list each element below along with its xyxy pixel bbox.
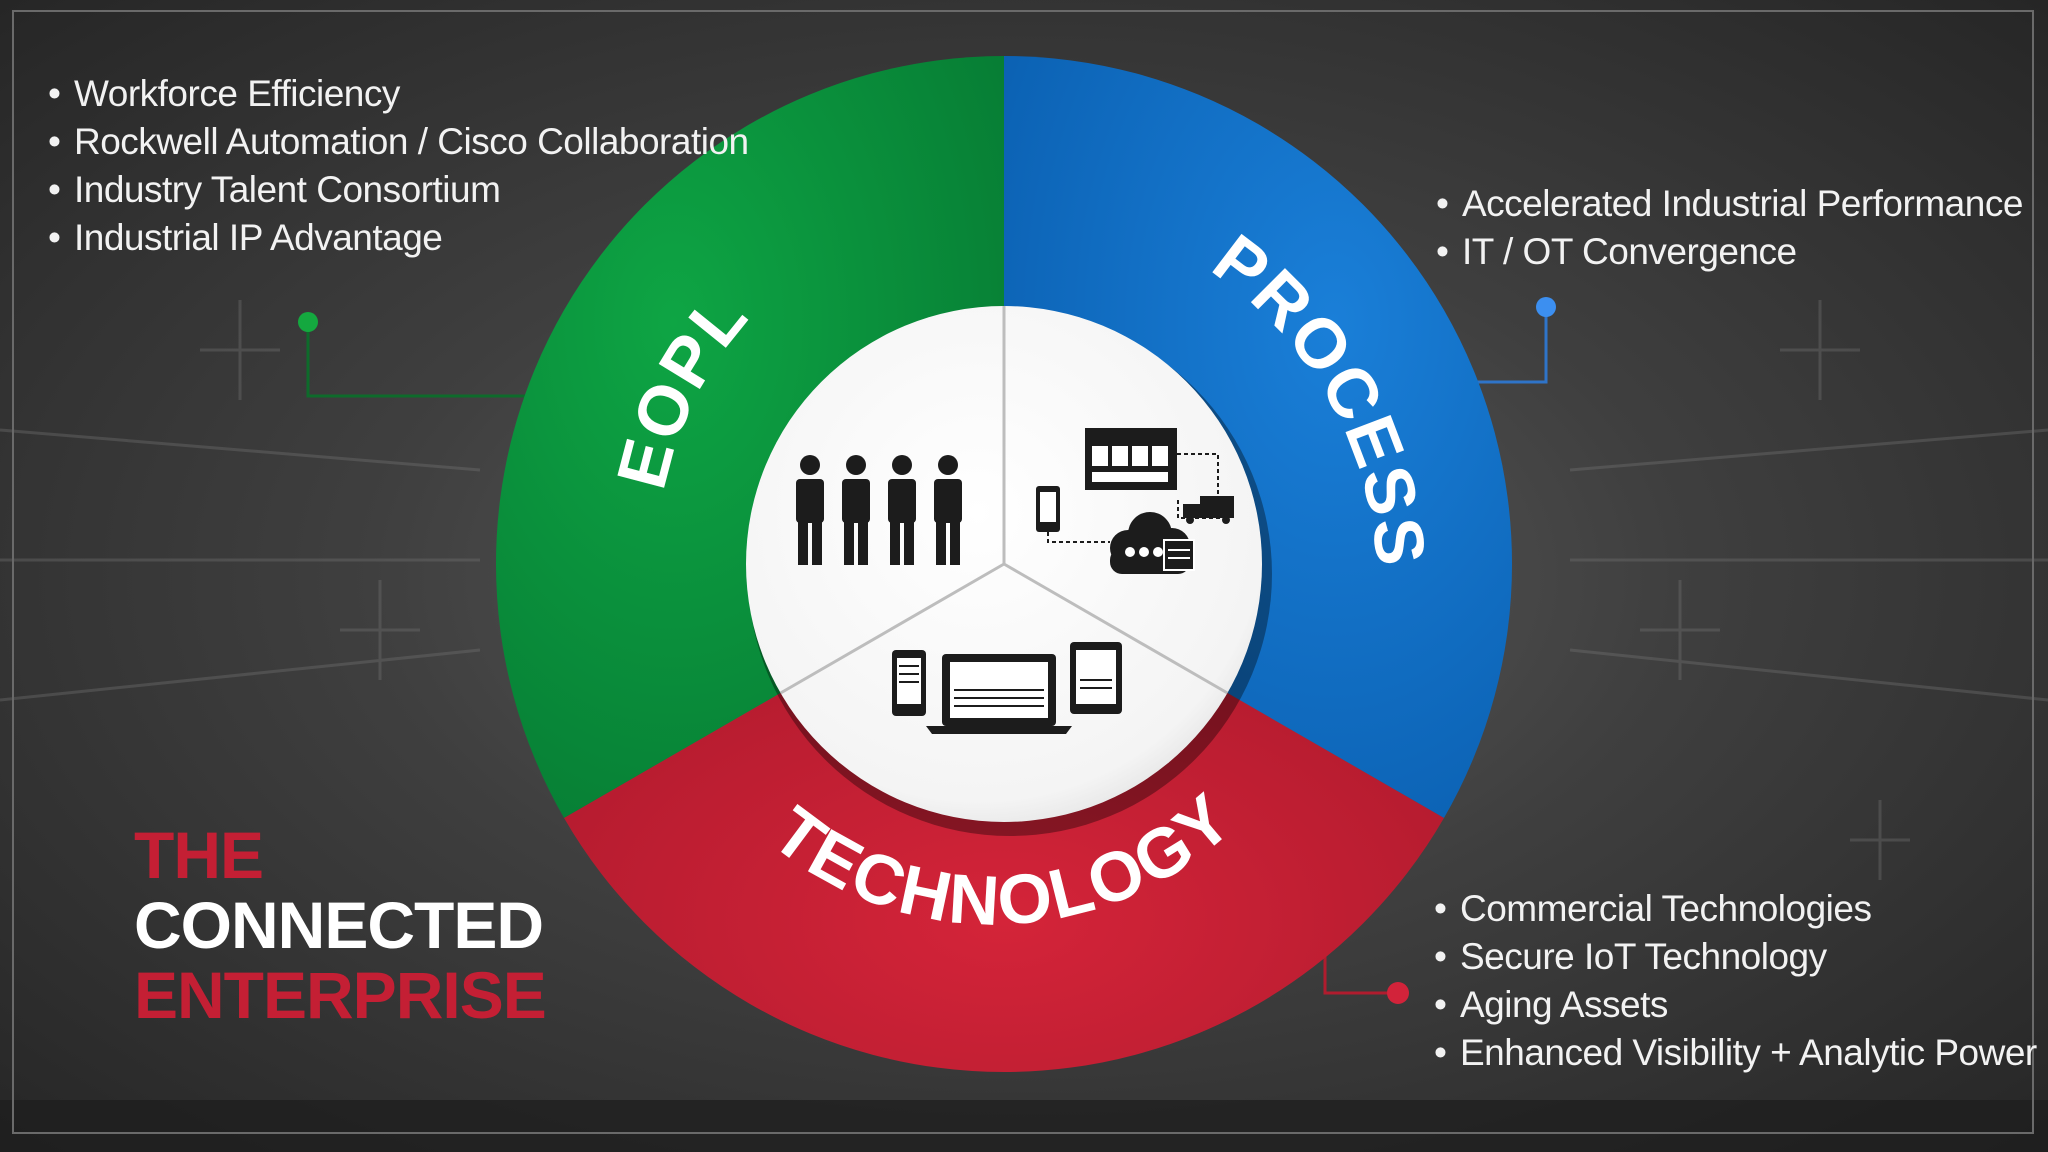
people-connector-line — [306, 322, 530, 398]
technology-bullet: Enhanced Visibility + Analytic Power — [1434, 1029, 2037, 1077]
process-bullet: Accelerated Industrial Performance — [1436, 180, 2023, 228]
people-bullet-list: Workforce Efficiency Rockwell Automation… — [48, 70, 749, 262]
brand-line-enterprise: ENTERPRISE — [134, 958, 547, 1032]
brand-line-connected: CONNECTED — [134, 888, 544, 962]
process-network-icon — [1036, 428, 1234, 574]
people-bullet: Workforce Efficiency — [48, 70, 749, 118]
brand-title: THE CONNECTED ENTERPRISE — [134, 818, 547, 1032]
technology-bullet: Commercial Technologies — [1434, 885, 2037, 933]
technology-bullet-list: Commercial Technologies Secure IoT Techn… — [1434, 885, 2037, 1077]
people-bullet: Rockwell Automation / Cisco Collaboratio… — [48, 118, 749, 166]
people-bullet: Industry Talent Consortium — [48, 166, 749, 214]
technology-connector-dot — [1387, 982, 1409, 1004]
technology-bullet: Secure IoT Technology — [1434, 933, 2037, 981]
people-connector-dot — [298, 312, 318, 332]
people-group-icon — [796, 455, 962, 565]
process-bullet: IT / OT Convergence — [1436, 228, 2023, 276]
technology-bullet: Aging Assets — [1434, 981, 2037, 1029]
hub-dividers — [779, 306, 1229, 695]
people-bullet: Industrial IP Advantage — [48, 214, 749, 262]
process-bullet-list: Accelerated Industrial Performance IT / … — [1436, 180, 2023, 276]
process-connector-line — [1470, 307, 1548, 384]
process-connector-dot — [1536, 297, 1556, 317]
devices-icon — [892, 642, 1122, 734]
brand-line-the: THE — [134, 818, 264, 892]
